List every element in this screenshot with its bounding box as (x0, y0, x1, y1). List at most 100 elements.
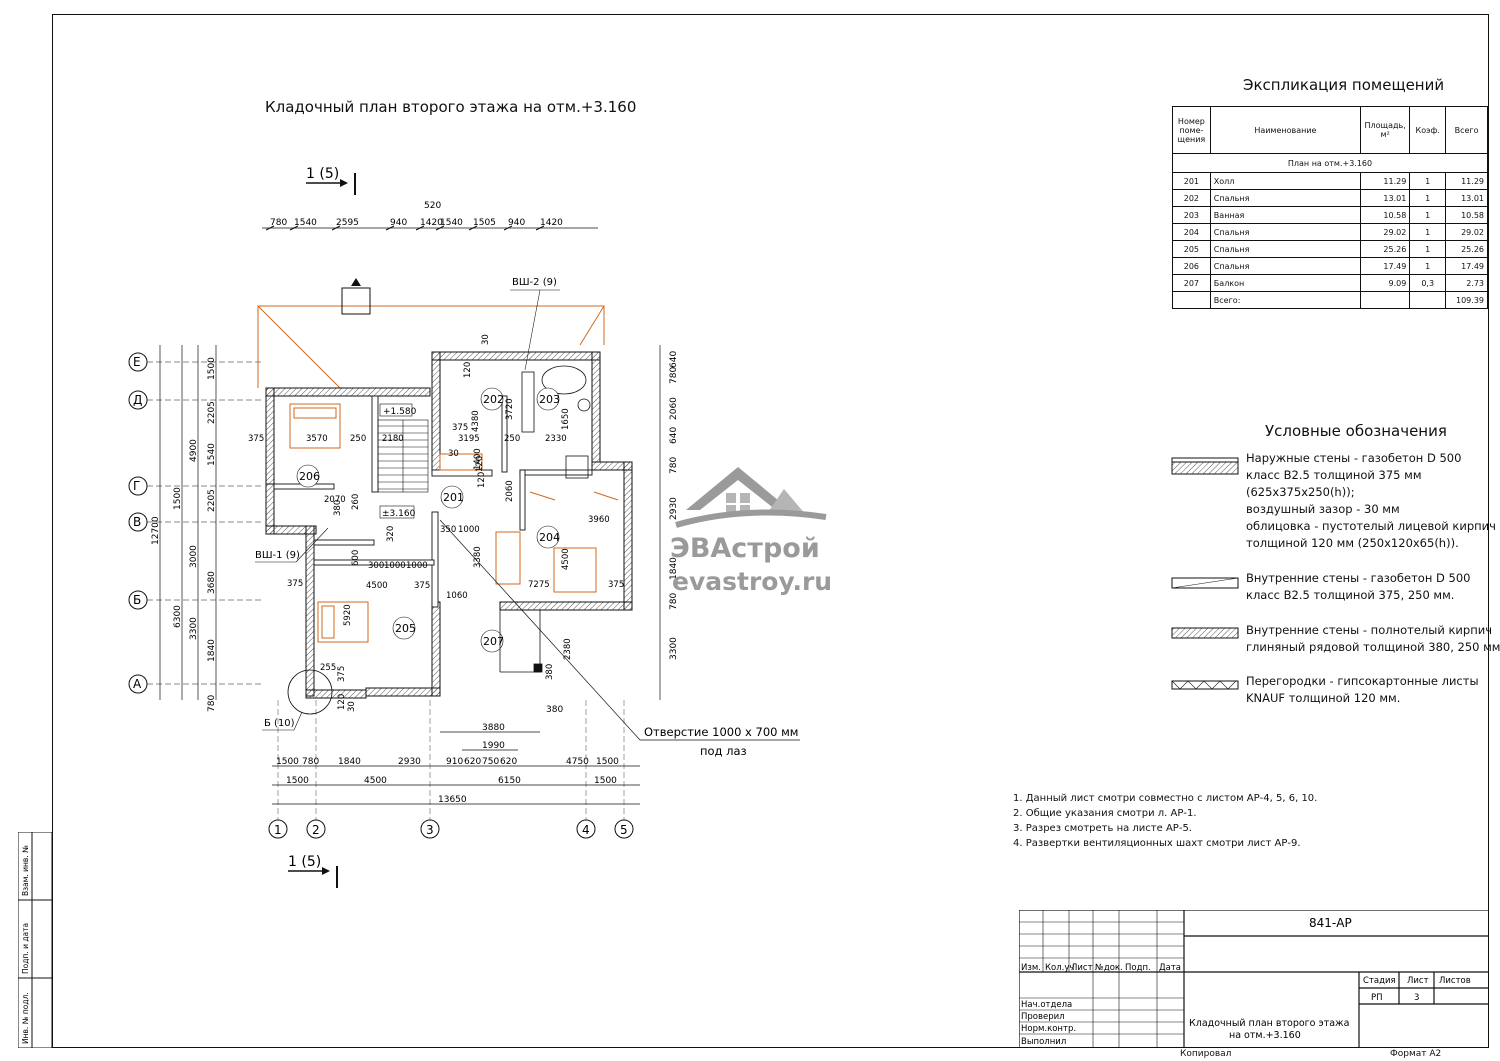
dim-inner: 2180 (382, 434, 404, 444)
dim-inner: 1650 (561, 408, 571, 430)
note-line: 3. Разрез смотреть на листе АР-5. (1013, 823, 1192, 834)
watermark-brand: ЭВАстрой (670, 533, 820, 564)
bath-fixtures (521, 365, 591, 479)
cell-area: 9.09 (1360, 274, 1411, 292)
dim-inner: 3720 (505, 398, 515, 420)
dim-inner: 2380 (563, 638, 573, 660)
cell-k: 1 (1409, 206, 1447, 224)
explication-table: Номер поме-щения Наименование Площадь, м… (1172, 106, 1488, 309)
notes: 1. Данный лист смотри совместно с листом… (1013, 791, 1317, 851)
dim-bottom: 1840 (338, 757, 361, 767)
dim-top: 940 (390, 218, 407, 228)
dim-bottom: 1500 (596, 757, 619, 767)
cell-k: 1 (1409, 189, 1447, 207)
dim-bottom-2: 4500 (364, 776, 387, 786)
col-total: Всего (1445, 106, 1488, 154)
room-number: 203 (539, 393, 560, 406)
cell-area: 10.58 (1360, 206, 1411, 224)
dim-inner: 260 (351, 494, 361, 510)
axis-number: 5 (620, 823, 628, 837)
dim-inner: 350 (440, 525, 456, 535)
dim-top: 2595 (336, 218, 359, 228)
axis-letter: Г (133, 479, 140, 493)
legend-line: глиняный рядовой толщиной 380, 250 мм. (1246, 640, 1500, 654)
dim-right: 3300 (669, 637, 679, 660)
dim-inner: 7275 (528, 580, 550, 590)
axis-number: 2 (312, 823, 320, 837)
cell-n: 206 (1172, 257, 1211, 275)
explication-total-row: Всего: 109.39 (1172, 291, 1488, 309)
watermark: ЭВАстрой evastroy.ru (666, 455, 836, 605)
cell-name: Холл (1209, 172, 1362, 190)
dim-top: 1420 (420, 218, 443, 228)
dim-inner: 375 (608, 580, 624, 590)
dim-right: 2930 (669, 497, 679, 520)
watermark-site: evastroy.ru (672, 567, 833, 596)
cell-n: 207 (1172, 274, 1211, 292)
cell-name: Балкон (1209, 274, 1362, 292)
dim-right: 780 (669, 593, 679, 610)
cell-k: 1 (1409, 240, 1447, 258)
staircase (377, 419, 429, 493)
dim-top: 1420 (540, 218, 563, 228)
svg-text:Стадия: Стадия (1363, 976, 1396, 986)
section-mark-top: 1 (5) (306, 166, 356, 195)
svg-text:Изм.: Изм. (1021, 963, 1041, 973)
dim-inner: 3380 (473, 546, 483, 568)
cell-name: Спальня (1209, 189, 1362, 207)
svg-text:№док.: №док. (1095, 963, 1123, 973)
legend-line: облицовка - пустотелый лицевой кирпич (1246, 519, 1496, 533)
room-bubble (480, 629, 504, 653)
axis-letter: А (133, 677, 142, 691)
dim-inner: 120 (475, 456, 485, 472)
room-bubble (296, 464, 320, 488)
svg-text:Листов: Листов (1439, 976, 1471, 986)
legend-line: воздушный зазор - 30 мм (1246, 502, 1400, 516)
axis-number: 4 (582, 823, 590, 837)
dim-left: 4900 (189, 439, 199, 462)
cell-name: Спальня (1209, 240, 1362, 258)
dim-inner: 120 (477, 472, 487, 488)
cell-total: 11.29 (1445, 172, 1488, 190)
dim-left: 1500 (207, 357, 217, 380)
dim-top: 1540 (294, 218, 317, 228)
svg-text:Лист: Лист (1407, 976, 1429, 986)
svg-text:Кладочный план второго этажа: Кладочный план второго этажа (1189, 1018, 1349, 1029)
cell-k: 1 (1409, 257, 1447, 275)
dim-inner: 380 (545, 664, 555, 680)
total-label: Всего: (1209, 291, 1362, 309)
axis-letter: Д (133, 393, 142, 407)
legend-line: Перегородки - гипсокартонные листы (1246, 674, 1479, 688)
dim-inner: 1000 (458, 525, 480, 535)
cell-total: 29.02 (1445, 223, 1488, 241)
dim-inner: 300 (368, 561, 384, 571)
roof-outline (257, 305, 605, 388)
dim-inner: 1000 (406, 561, 428, 571)
dim-inner: 375 (248, 434, 264, 444)
note-line: 1. Данный лист смотри совместно с листом… (1013, 793, 1318, 804)
dim-top: 1505 (473, 218, 496, 228)
dim-inner: 3570 (306, 434, 328, 444)
dim-inner: 2060 (505, 480, 515, 502)
room-bubble (392, 616, 416, 640)
total-value: 109.39 (1445, 291, 1488, 309)
svg-text:Взам. инв. №: Взам. инв. № (21, 845, 30, 896)
explication-title: Экспликация помещений (1243, 76, 1445, 94)
balcony (499, 610, 543, 673)
dim-inner: 2330 (545, 434, 567, 444)
dim-bottom-2: 6150 (498, 776, 521, 786)
dim-left: 2205 (207, 401, 217, 424)
room-bubble (536, 387, 560, 411)
dim-bottom: 1500 (276, 757, 299, 767)
svg-text:под лаз: под лаз (700, 744, 747, 758)
dim-right: 780 (669, 367, 679, 384)
cell-k: 0,3 (1409, 274, 1447, 292)
svg-text:Подп.: Подп. (1125, 963, 1151, 973)
dim-inner: 120 (463, 362, 473, 378)
